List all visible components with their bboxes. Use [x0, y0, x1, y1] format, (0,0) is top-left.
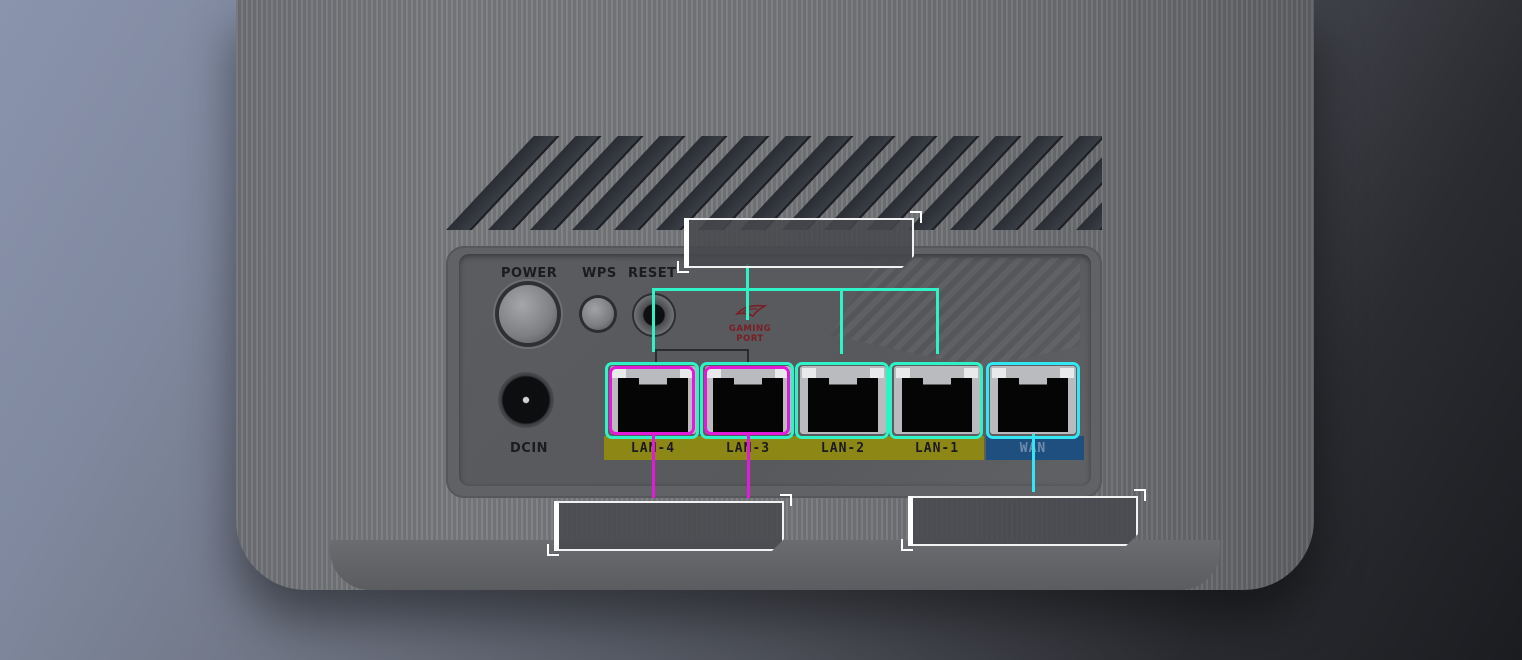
dc-in-jack	[498, 372, 554, 428]
rj45-socket	[902, 378, 972, 432]
ventilation-grille	[446, 136, 1102, 230]
lan-label-strip	[604, 436, 984, 460]
port-led	[802, 368, 816, 378]
rj45-socket	[808, 378, 878, 432]
callout-corner-bracket	[910, 211, 922, 223]
port-lan-3[interactable]	[705, 366, 791, 434]
wps-label: WPS	[582, 266, 617, 281]
callout-corner-bracket	[677, 261, 689, 273]
bottom-left-callout-text	[556, 503, 782, 549]
gaming-port-line1: GAMING	[728, 324, 772, 334]
teal-connector-horizontal	[652, 288, 939, 291]
callout-corner-bracket	[780, 494, 792, 506]
gaming-port-line2: PORT	[736, 334, 764, 344]
port-label-lan-2: LAN-2	[820, 441, 866, 456]
wan-label-strip	[986, 436, 1084, 460]
teal-connector-center	[746, 264, 749, 320]
port-led	[612, 368, 626, 378]
power-label: POWER	[501, 266, 558, 281]
dcin-label: DCIN	[510, 441, 549, 456]
port-led	[964, 368, 978, 378]
callout-corner-bracket	[901, 539, 913, 551]
rj45-socket	[713, 378, 783, 432]
rj45-socket	[998, 378, 1068, 432]
teal-connector-lan-4	[652, 288, 655, 352]
port-wan[interactable]	[990, 366, 1076, 434]
port-led	[707, 368, 721, 378]
teal-connector-lan-1	[936, 288, 939, 354]
gaming-port-label: GAMING PORT	[722, 324, 778, 344]
top-callout-box	[684, 218, 914, 268]
callout-corner-bracket	[547, 544, 559, 556]
port-lan-2[interactable]	[800, 366, 886, 434]
bottom-right-callout-text	[910, 498, 1136, 544]
cyan-connector-wan	[1032, 434, 1035, 492]
router-base	[330, 540, 1220, 590]
port-led	[896, 368, 910, 378]
port-led	[870, 368, 884, 378]
top-callout-text	[686, 220, 912, 266]
port-led	[992, 368, 1006, 378]
port-label-lan-1: LAN-1	[914, 441, 960, 456]
wps-button[interactable]	[582, 298, 614, 330]
magenta-connector-lan-3	[747, 432, 750, 498]
port-led	[775, 368, 789, 378]
port-led	[680, 368, 694, 378]
rj45-socket	[618, 378, 688, 432]
reset-label: RESET	[628, 266, 677, 281]
gaming-port-bracket-left	[655, 349, 657, 363]
gaming-port-bracket-right	[747, 349, 749, 363]
teal-connector-lan-2	[840, 288, 843, 354]
port-lan-4[interactable]	[610, 366, 696, 434]
bottom-right-callout-box	[908, 496, 1138, 546]
power-button[interactable]	[499, 285, 557, 343]
rog-eye-icon	[735, 304, 767, 318]
callout-corner-bracket	[1134, 489, 1146, 501]
gaming-port-bracket	[655, 349, 749, 351]
magenta-connector-lan-4	[652, 432, 655, 498]
port-lan-1[interactable]	[894, 366, 980, 434]
bottom-left-callout-box	[554, 501, 784, 551]
port-led	[1060, 368, 1074, 378]
